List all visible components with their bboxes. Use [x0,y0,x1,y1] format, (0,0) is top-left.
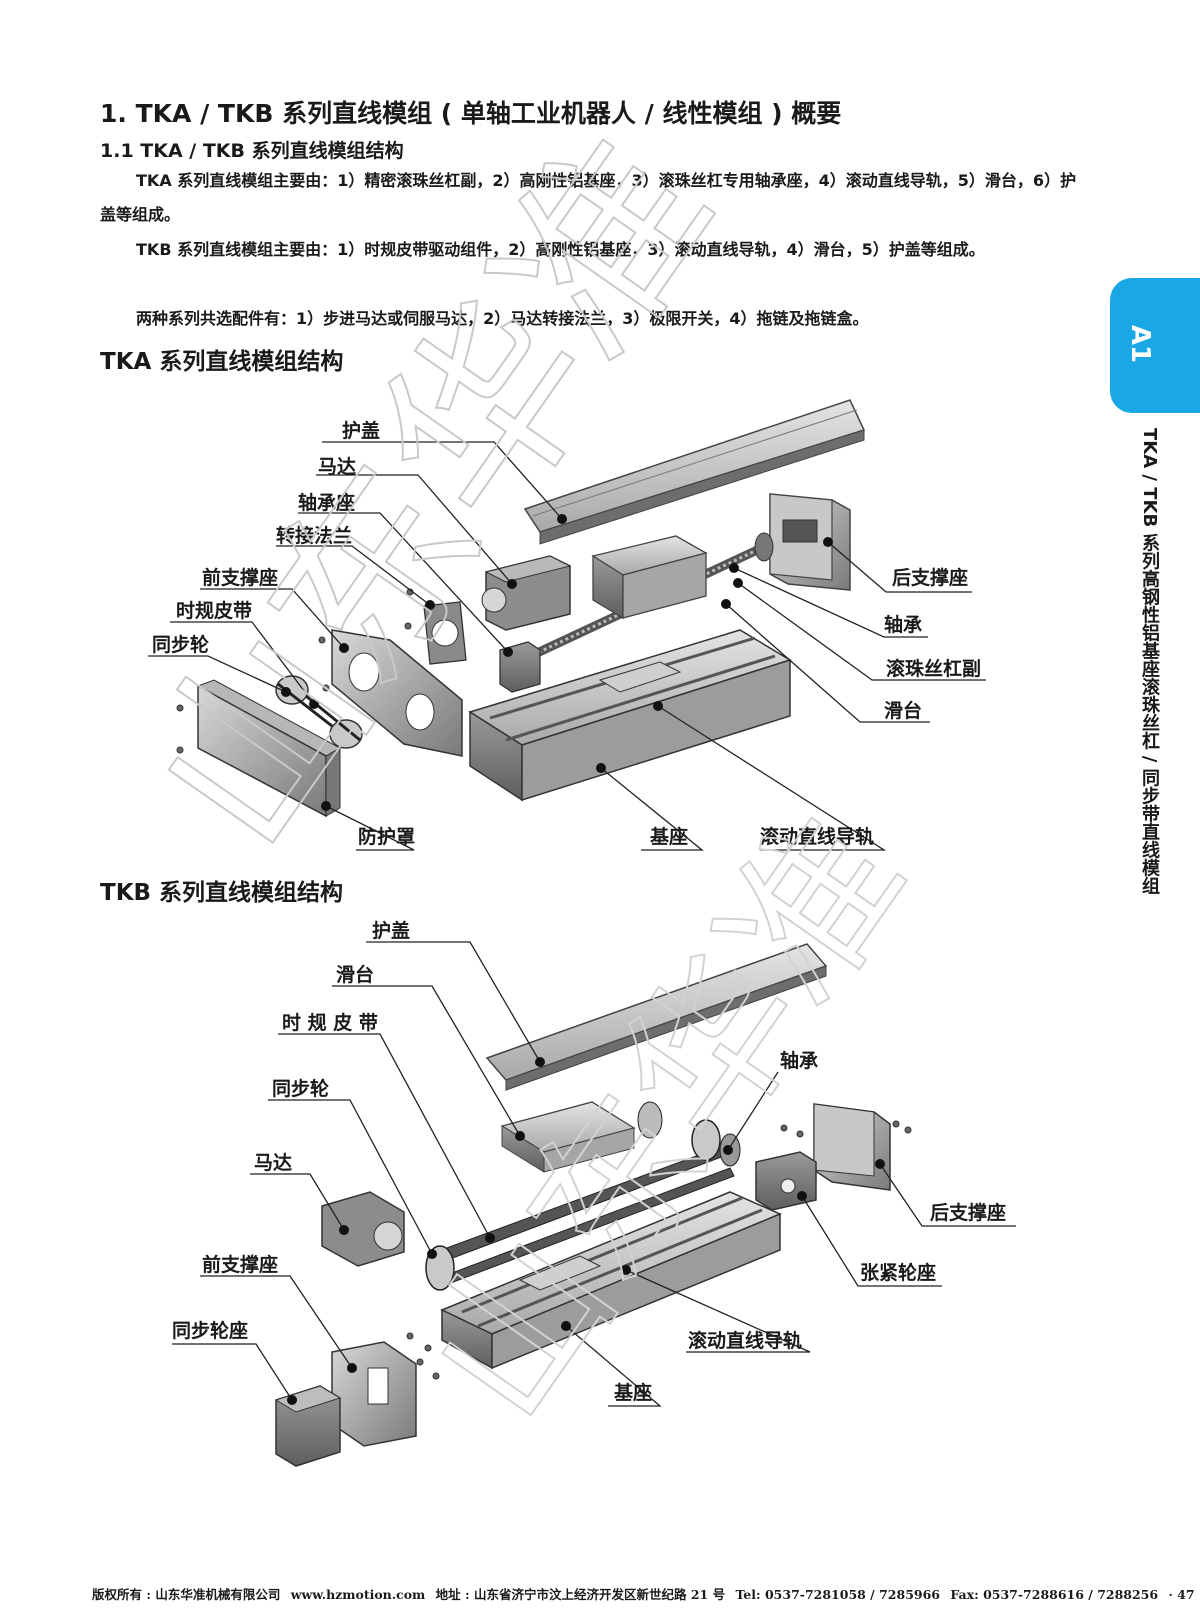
tka-slide-part [591,535,708,620]
tkb-cover-part [485,943,828,1091]
footer-fax: Fax: 0537-7288616 / 7288256 [950,1587,1159,1602]
footer-address: 地址 : 山东省济宁市汶上经济开发区新世纪路 21 号 [435,1587,726,1602]
tka-guard-part [196,679,342,818]
tkb-label-front-support: 前支撑座 [202,1254,279,1276]
tkb-label-rear-support: 后支撑座 [930,1202,1007,1224]
tka-section-title: TKA 系列直线模组结构 [100,349,344,375]
tka-motor-part [481,555,572,631]
tkb-label-slide: 滑台 [336,964,375,986]
side-chapter-title: TKA / TKB 系列高钢性铝基座滚珠丝杠 / 同步带直线模组 [1139,428,1160,895]
tka-label-linear-guide: 滚动直线导轨 [760,826,875,848]
tka-diagram [148,399,986,851]
tkb-label-timing-belt: 时 规 皮 带 [282,1012,378,1034]
tkb-section-title: TKB 系列直线模组结构 [100,880,344,906]
paragraph-tka: TKA 系列直线模组主要由：1）精密滚珠丝杠副，2）高刚性铝基座，3）滚珠丝杠专… [100,171,1077,224]
paragraph-accessories: 两种系列共选配件有：1）步进马达或伺服马达，2）马达转接法兰，3）极限开关，4）… [136,309,869,328]
tkb-label-tension-seat: 张紧轮座 [860,1262,937,1284]
tkb-label-motor: 马达 [254,1152,293,1174]
tka-label-cover: 护盖 [342,420,381,442]
tkb-label-pulley-seat: 同步轮座 [172,1320,249,1342]
tka-label-pulley: 同步轮 [152,634,210,656]
page-number: · 47 · [1168,1587,1200,1602]
tka-front-support-part [331,629,463,757]
tkb-label-pulley: 同步轮 [272,1078,330,1100]
footer-copyright: 版权所有 : 山东华准机械有限公司 [92,1587,281,1602]
tkb-diagram [172,941,1016,1467]
tkb-pulley-seat-part [274,1385,342,1467]
tkb-label-bearing: 轴承 [780,1050,819,1072]
tka-label-bearing: 轴承 [884,614,923,636]
footer-tel: Tel: 0537-7281058 / 7285966 [735,1587,940,1602]
tka-label-front-support: 前支撑座 [202,567,279,589]
tka-label-base: 基座 [650,826,689,848]
tka-label-bearing-seat: 轴承座 [298,492,356,514]
tka-label-timing-belt: 时规皮带 [176,600,253,622]
tka-label-adapter-flange: 转接法兰 [276,525,353,547]
tka-label-slide: 滑台 [884,700,923,722]
tka-rear-support-part [769,493,851,591]
page-title: 1. TKA / TKB 系列直线模组 ( 单轴工业机器人 / 线性模组 ) 概… [100,99,842,128]
tka-label-ball-screw: 滚珠丝杠副 [886,658,982,680]
tkb-label-base: 基座 [614,1382,653,1404]
section-tab[interactable]: A1 [1110,278,1200,413]
tka-label-rear-support: 后支撑座 [892,567,969,589]
paragraph-tkb: TKB 系列直线模组主要由：1）时规皮带驱动组件，2）高刚性铝基座，3）滚动直线… [136,240,985,259]
section-subtitle: 1.1 TKA / TKB 系列直线模组结构 [100,140,404,162]
tkb-rear-support-part [813,1103,891,1191]
footer: 版权所有 : 山东华准机械有限公司 www.hzmotion.com 地址 : … [92,1584,1200,1603]
footer-website[interactable]: www.hzmotion.com [290,1587,426,1602]
tkb-label-linear-guide: 滚动直线导轨 [688,1330,803,1352]
tka-label-guard: 防护罩 [358,826,416,848]
tkb-tension-seat-part [755,1151,817,1211]
tka-base-part [468,629,792,802]
tka-cover-part [523,399,866,545]
tkb-motor-part [321,1191,405,1267]
tkb-slide-part [500,1101,636,1173]
tka-adapter-flange-part [423,601,467,665]
tka-label-motor: 马达 [318,456,357,478]
tkb-label-cover: 护盖 [372,920,411,942]
